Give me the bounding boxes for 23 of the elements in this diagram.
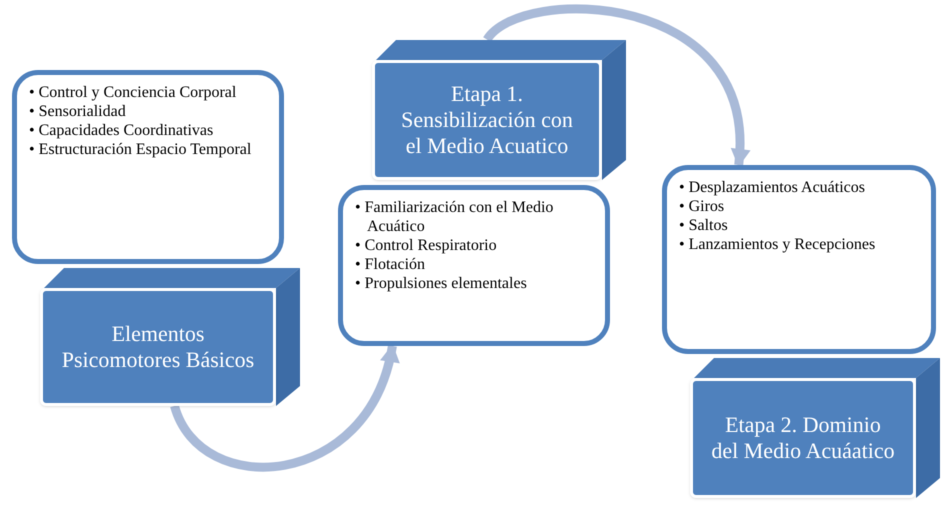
stage-title: Etapa 2. Dominio del Medio Acuáatico — [710, 412, 896, 464]
list-item: • Estructuración Espacio Temporal — [29, 140, 252, 159]
stage-block — [372, 60, 602, 180]
curved-arrow — [170, 344, 398, 472]
stage-title: Elementos Psicomotores Básicos — [60, 321, 256, 373]
list-item: • Giros — [679, 197, 726, 216]
stage-block — [40, 288, 276, 406]
list-panel — [12, 70, 284, 264]
list-item: • Control Respiratorio — [355, 236, 498, 255]
list-item: • Control y Conciencia Corporal — [29, 83, 238, 102]
list-panel — [662, 165, 936, 354]
list-item: • Familiarización con el Medio Acuático — [355, 198, 554, 236]
list-item: • Lanzamientos y Recepciones — [679, 235, 876, 254]
stage-block — [690, 378, 916, 498]
list-item: • Saltos — [679, 216, 729, 235]
list-item: • Desplazamientos Acuáticos — [679, 178, 866, 197]
list-panel — [338, 185, 610, 346]
list-item: • Flotación — [355, 255, 426, 274]
list-item: • Capacidades Coordinativas — [29, 121, 214, 140]
stage-title: Etapa 1. Sensibilización con el Medio Acuatico — [400, 81, 574, 159]
list-item: • Propulsiones elementales — [355, 274, 528, 293]
curved-arrow — [484, 4, 749, 167]
list-item: • Sensorialidad — [29, 102, 127, 121]
